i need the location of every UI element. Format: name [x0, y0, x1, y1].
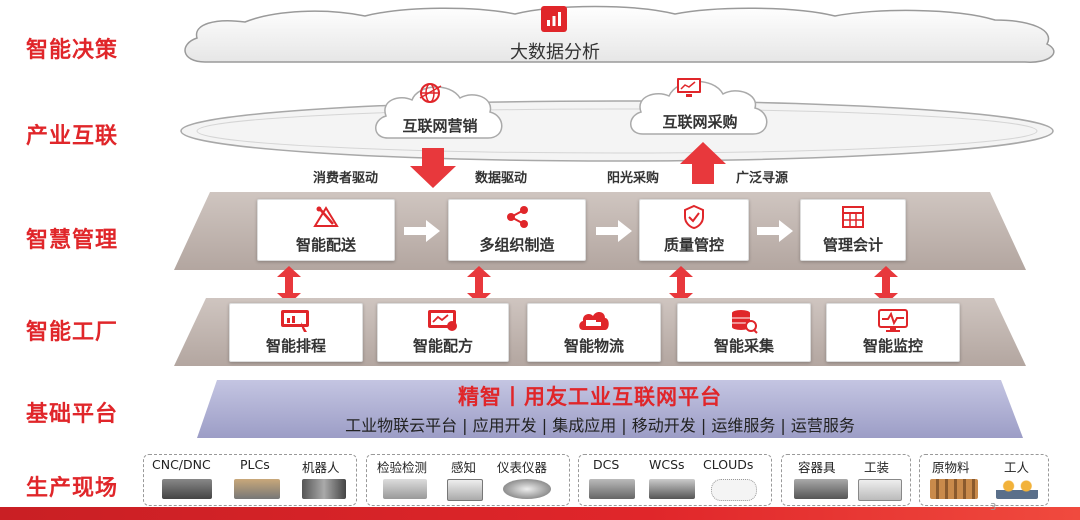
field-item: DCS — [593, 457, 620, 472]
share-nodes-icon — [502, 204, 532, 234]
database-search-icon — [729, 308, 759, 338]
shield-check-icon — [681, 204, 707, 234]
field-item: 工装 — [864, 460, 890, 475]
platform-title: 精智丨用友工业互联网平台 — [458, 385, 722, 409]
arrow-right-white — [596, 220, 632, 242]
arrow-right-white — [404, 220, 440, 242]
arrow-up-big — [680, 142, 726, 184]
node-quality: 质量管控 — [639, 199, 749, 261]
field-group-systems: DCS WCSs CLOUDs — [578, 454, 772, 506]
plc-cabinet-icon — [234, 479, 280, 499]
node-smart-logistics: 智能物流 — [527, 303, 661, 362]
footer-bar — [0, 507, 1080, 520]
calculator-icon — [840, 204, 866, 234]
node-label: 智能排程 — [265, 337, 326, 355]
row-label-platform: 基础平台 — [26, 402, 119, 427]
flow-label-sunshine: 阳光采购 — [607, 171, 660, 186]
node-label: 智能采集 — [713, 337, 774, 355]
field-group-instruments: 检验检测 感知 仪表仪器 — [366, 454, 570, 506]
field-item: 机器人 — [302, 460, 340, 475]
node-smart-delivery: 智能配送 — [257, 199, 395, 261]
monitor-chart-icon — [675, 76, 703, 104]
field-item: PLCs — [240, 457, 270, 472]
monitor-pulse-icon — [877, 308, 909, 338]
platform-subtitle: 工业物联云平台 | 应用开发 | 集成应用 | 移动开发 | 运维服务 | 运营… — [345, 416, 855, 435]
field-item: CNC/DNC — [152, 457, 211, 472]
node-label: 多组织制造 — [479, 236, 555, 254]
node-label: 智能监控 — [862, 337, 923, 355]
raw-material-icon — [930, 479, 978, 499]
node-multi-org: 多组织制造 — [448, 199, 586, 261]
schedule-screen-icon — [279, 308, 313, 338]
row-label-decision: 智能决策 — [26, 38, 119, 63]
field-item: 检验检测 — [377, 460, 428, 475]
arrow-right-white — [757, 220, 793, 242]
platform-layer — [197, 380, 1023, 438]
row-label-management: 智慧管理 — [26, 228, 119, 253]
row-label-industry: 产业互联 — [26, 124, 119, 149]
field-item: 容器具 — [798, 460, 836, 475]
node-smart-monitoring: 智能监控 — [826, 303, 960, 362]
field-item: WCSs — [649, 457, 685, 472]
node-label: 质量管控 — [663, 236, 724, 254]
field-item: 感知 — [451, 460, 477, 475]
arrow-updown — [874, 266, 898, 304]
globe-icon — [417, 80, 443, 110]
dcs-server-icon — [589, 479, 635, 499]
flow-label-consumer: 消费者驱动 — [313, 171, 379, 186]
field-group-tooling: 容器具 工装 — [781, 454, 911, 506]
worker-icon — [996, 479, 1038, 499]
sensor-icon — [447, 479, 483, 501]
arrow-down-big — [410, 148, 456, 188]
inspection-device-icon — [383, 479, 427, 499]
wcs-server-icon — [649, 479, 695, 499]
cnc-machine-icon — [162, 479, 212, 499]
arrow-updown — [669, 266, 693, 304]
field-group-materials: 原物料 工人 — [919, 454, 1049, 506]
bar-chart-icon — [541, 6, 567, 32]
arrow-updown — [467, 266, 491, 304]
row-label-field: 生产现场 — [26, 476, 119, 501]
field-group-machines: CNC/DNC PLCs 机器人 — [143, 454, 357, 506]
page-number: 3 — [990, 502, 997, 513]
fixture-icon — [858, 479, 902, 501]
node-accounting: 管理会计 — [800, 199, 906, 261]
cloud-icon — [711, 479, 757, 501]
node-smart-collection: 智能采集 — [677, 303, 811, 362]
arrow-updown — [277, 266, 301, 304]
node-smart-scheduling: 智能排程 — [229, 303, 363, 362]
flow-label-sourcing: 广泛寻源 — [736, 171, 789, 186]
field-item: CLOUDs — [703, 457, 754, 472]
row-label-factory: 智能工厂 — [26, 320, 119, 345]
field-item: 原物料 — [932, 460, 970, 475]
container-icon — [794, 479, 848, 499]
node-label: 管理会计 — [822, 236, 883, 254]
node-label: 智能配送 — [295, 236, 356, 254]
delivery-icon — [311, 204, 341, 234]
formula-screen-icon — [426, 308, 460, 338]
truck-cloud-icon — [577, 308, 611, 338]
flow-label-data: 数据驱动 — [475, 171, 528, 186]
robot-arm-icon — [302, 479, 346, 499]
field-item: 仪表仪器 — [497, 460, 548, 475]
marketing-label: 互联网营销 — [402, 117, 478, 135]
purchasing-label: 互联网采购 — [662, 113, 738, 131]
node-label: 智能物流 — [563, 337, 624, 355]
gauge-icon — [503, 479, 551, 499]
node-smart-formula: 智能配方 — [377, 303, 509, 362]
field-item: 工人 — [1004, 460, 1030, 475]
industry-ellipse — [180, 100, 1054, 162]
big-data-title: 大数据分析 — [510, 42, 600, 63]
node-label: 智能配方 — [412, 337, 473, 355]
big-data-cloud — [184, 5, 1055, 63]
